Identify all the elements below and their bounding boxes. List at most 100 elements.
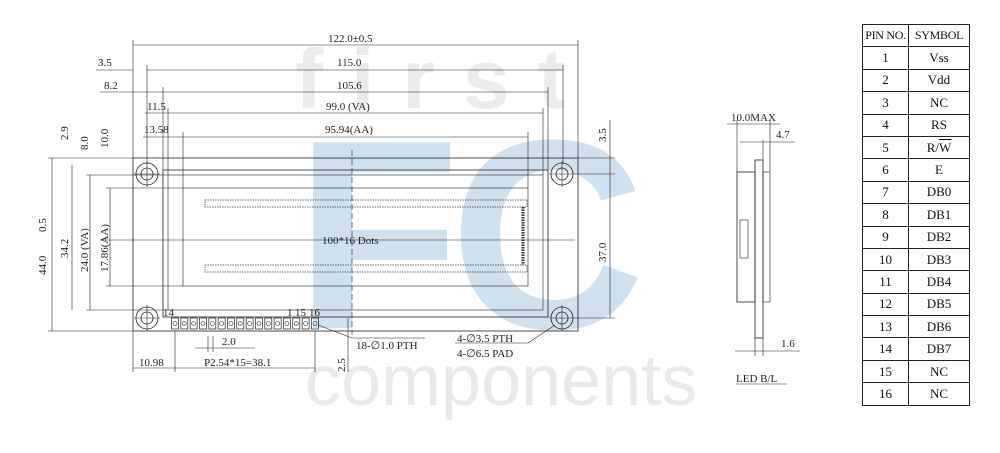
pin-table-header: PIN NO. SYMBOL [862, 23, 970, 48]
pin-hole [284, 321, 290, 326]
pin-pad [217, 317, 226, 330]
dim-105-6: 105.6 [337, 80, 362, 92]
pin-pad [273, 317, 282, 330]
dim-0-5: 0.5 [37, 218, 49, 232]
pin-symbol: DB6 [908, 315, 970, 339]
pin-pad [236, 317, 245, 330]
dim-13-58: 13.58 [144, 124, 169, 136]
dim-44: 44.0 [37, 255, 49, 275]
pin-hole [238, 321, 243, 326]
pin-hole [200, 321, 206, 326]
pin-symbol: DB1 [908, 203, 970, 227]
dim-va-height: 24.0 (VA) [79, 228, 91, 272]
dim-2-9: 2.9 [59, 126, 71, 140]
pin-symbol: Vss [908, 46, 970, 70]
side-connector [739, 219, 749, 259]
bezel-outline [162, 169, 549, 318]
pin-symbol: DB3 [908, 247, 970, 272]
pin-symbol-text: R/ [926, 139, 939, 155]
mount-hole-top-left [134, 161, 160, 187]
mount-pad-label: 4-∅6.5 PAD [457, 348, 513, 360]
left-dimensions: 44.0 0.5 2.9 34.2 8.0 24.0 (VA) 10.0 17.… [37, 126, 183, 332]
pin-number: 11 [862, 270, 909, 294]
watermark-letters-fc: FC [295, 85, 640, 386]
dim-va-width: 99.0 (VA) [326, 101, 370, 113]
pin-pad [301, 317, 310, 330]
active-area [182, 187, 529, 287]
pin-hole [256, 321, 262, 326]
pin-symbol: NC [908, 91, 970, 115]
pin-number: 16 [862, 382, 909, 406]
pin-pad [292, 317, 301, 330]
pin-hole [303, 321, 308, 326]
pin-pad [208, 317, 217, 330]
pin-symbol: DB7 [908, 337, 970, 361]
lcd-mechanical-drawing: first FC components 100*16 Dots [37, 32, 800, 421]
side-backlight [762, 171, 771, 303]
side-4-7-label: 4.7 [776, 129, 790, 141]
dim-115: 115.0 [337, 57, 362, 69]
pin-hole [293, 321, 299, 326]
top-dimensions: 122.0±0.5 115.0 3.5 105.6 8.2 99.0 (VA) … [96, 33, 579, 188]
dim-2-5: 2.5 [336, 358, 348, 372]
dim-pin-pitch: 2.0 [222, 336, 236, 348]
dim-right-3-5: 3.5 [597, 128, 609, 142]
pin-hole [312, 321, 318, 326]
dim-3-5-left: 3.5 [98, 57, 112, 69]
pin-hole [219, 321, 224, 326]
pin-number: 2 [862, 68, 909, 93]
dim-10-98: 10.98 [139, 357, 164, 369]
dot-row-2 [204, 264, 528, 273]
right-dimensions: 3.5 37.0 [575, 120, 615, 319]
pin-header [171, 317, 319, 330]
pin-number: 6 [862, 158, 909, 182]
pin-pad [189, 317, 198, 330]
side-max-label: 10.0MAX [731, 112, 776, 124]
pin-hole [265, 321, 271, 326]
pin-symbol: NC [908, 359, 970, 384]
pin-symbol: NC [908, 382, 970, 406]
pin-symbol-overline: W [939, 139, 952, 155]
watermark-word-first: first [295, 32, 594, 126]
pin-hole [182, 321, 187, 326]
dim-34-2: 34.2 [59, 239, 71, 258]
pin-number: 9 [862, 225, 909, 249]
pin-pad [227, 317, 235, 330]
pin-number: 14 [862, 337, 909, 361]
dot-row-1 [204, 199, 528, 208]
side-1-6-label: 1.6 [781, 338, 795, 350]
dim-8-2: 8.2 [104, 80, 118, 92]
side-pcb [754, 159, 764, 339]
dim-8-0: 8.0 [79, 136, 91, 150]
watermark: first FC components [295, 32, 697, 421]
pin-number: 5 [862, 135, 909, 160]
dim-pin-span: P2.54*15=38.1 [204, 357, 271, 369]
header-pin-no: PIN NO. [862, 23, 909, 48]
dim-10-0: 10.0 [99, 128, 111, 148]
pin-number: 12 [862, 292, 909, 317]
dim-11-5: 11.5 [147, 101, 166, 113]
pin-number: 13 [862, 315, 909, 339]
pin-hole [191, 321, 196, 326]
pin-symbol: R/W [908, 135, 970, 160]
mount-hole-bottom-right [549, 305, 575, 331]
dim-aa-width: 95.94(AA) [325, 124, 373, 136]
pin-symbol: DB2 [908, 225, 970, 249]
pin-symbol: Vdd [908, 68, 970, 93]
pin-pad [171, 317, 179, 330]
pin-16-label: 16 [309, 307, 321, 319]
pin-hole [275, 321, 280, 326]
pin-number: 10 [862, 247, 909, 272]
pin-pad [199, 317, 207, 330]
mount-hole-top-right [549, 161, 575, 187]
